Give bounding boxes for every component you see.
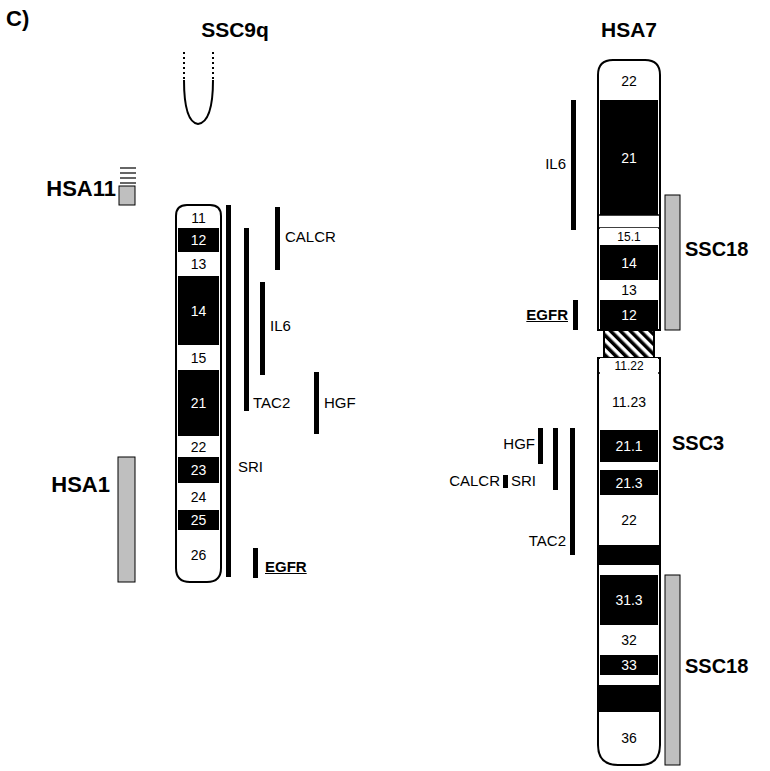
band-number: 12 bbox=[191, 233, 207, 247]
band-number: 14 bbox=[621, 256, 637, 270]
band-number: 33 bbox=[621, 658, 637, 672]
band-number: 22 bbox=[191, 440, 207, 454]
chromosome-band: 21.3 bbox=[600, 470, 658, 495]
chromosome-band: 12 bbox=[178, 228, 219, 252]
gene-label: CALCR bbox=[285, 228, 336, 245]
band-number: 14 bbox=[191, 304, 207, 318]
band-number: 32 bbox=[621, 633, 637, 647]
chromosome-band: 24 bbox=[178, 483, 219, 510]
chromosome-band: 33 bbox=[600, 655, 658, 675]
chromosome-band: 32 bbox=[600, 625, 658, 655]
band-number: 23 bbox=[191, 463, 207, 477]
chromosome-band: 15 bbox=[178, 345, 219, 370]
gene-label: HGF bbox=[503, 435, 535, 452]
species-label: HSA11 bbox=[46, 176, 116, 201]
chromosome-band: 22 bbox=[178, 436, 219, 457]
chromosome-band: 11.23 bbox=[600, 373, 658, 430]
chromosome-band: 21.1 bbox=[600, 430, 658, 462]
gene-label: TAC2 bbox=[253, 394, 290, 411]
chromosome: SSC9q1112131415212223242526 bbox=[176, 205, 221, 582]
band-number: 21.3 bbox=[615, 476, 642, 490]
gene-label: SRI bbox=[238, 458, 263, 475]
band-number: 36 bbox=[621, 731, 637, 745]
chromosome-band: 14 bbox=[600, 245, 658, 280]
chromosome-band: 26 bbox=[178, 530, 219, 580]
band-number: 13 bbox=[191, 257, 207, 271]
gene-label: IL6 bbox=[545, 155, 566, 172]
gene-label: EGFR bbox=[265, 558, 307, 575]
band-number: 15 bbox=[191, 351, 207, 365]
chromosome-name: HSA7 bbox=[601, 18, 657, 42]
band-number: 21 bbox=[191, 396, 207, 410]
chromosome-band: 31.3 bbox=[600, 575, 658, 625]
chromosome-name: SSC9q bbox=[201, 18, 269, 42]
chromosome-band: 23 bbox=[178, 457, 219, 483]
chromosome-band: 13 bbox=[178, 252, 219, 276]
gene-label: SRI bbox=[511, 472, 536, 489]
band-number: 21.1 bbox=[615, 439, 642, 453]
band-number: 11 bbox=[191, 211, 206, 225]
chromosome: HSA7222115.114131211.2211.2321.121.32231… bbox=[598, 60, 660, 765]
gene-label: IL6 bbox=[270, 317, 291, 334]
chromosome-band: 21 bbox=[600, 100, 658, 215]
chromosome-band: 11.22 bbox=[600, 358, 658, 373]
band-number: 26 bbox=[191, 548, 207, 562]
species-label: SSC18 bbox=[685, 655, 748, 678]
species-label: HSA1 bbox=[51, 472, 110, 497]
gene-label: CALCR bbox=[449, 472, 500, 489]
band-number: 25 bbox=[191, 513, 207, 527]
chromosome-band: 22 bbox=[600, 62, 658, 100]
band-number: 15.1 bbox=[617, 231, 640, 243]
chromosome-band: 14 bbox=[178, 276, 219, 345]
gene-label: HGF bbox=[324, 394, 356, 411]
chromosome-band: 21 bbox=[178, 370, 219, 436]
chromosome-band: 11 bbox=[178, 207, 219, 228]
band-number: 31.3 bbox=[615, 593, 642, 607]
species-label: SSC3 bbox=[672, 432, 724, 455]
band-number: 11.23 bbox=[612, 395, 646, 409]
gene-label: TAC2 bbox=[529, 532, 566, 549]
chromosome-band: 13 bbox=[600, 280, 658, 300]
band-number: 13 bbox=[621, 283, 637, 297]
band-number: 21 bbox=[621, 151, 637, 165]
band-number: 22 bbox=[621, 513, 637, 527]
chromosome-band: 25 bbox=[178, 510, 219, 530]
band-number: 12 bbox=[621, 308, 637, 322]
band-number: 11.22 bbox=[614, 360, 643, 372]
gene-label: EGFR bbox=[526, 306, 568, 323]
chromosome-band: 15.1 bbox=[600, 228, 658, 245]
panel-label: C) bbox=[6, 6, 29, 31]
band-number: 22 bbox=[621, 74, 637, 88]
chromosome-band: 36 bbox=[600, 712, 658, 763]
chromosome-band: 12 bbox=[600, 300, 658, 330]
chromosome-band: 22 bbox=[600, 495, 658, 545]
species-label: SSC18 bbox=[685, 238, 748, 261]
band-number: 24 bbox=[191, 490, 207, 504]
